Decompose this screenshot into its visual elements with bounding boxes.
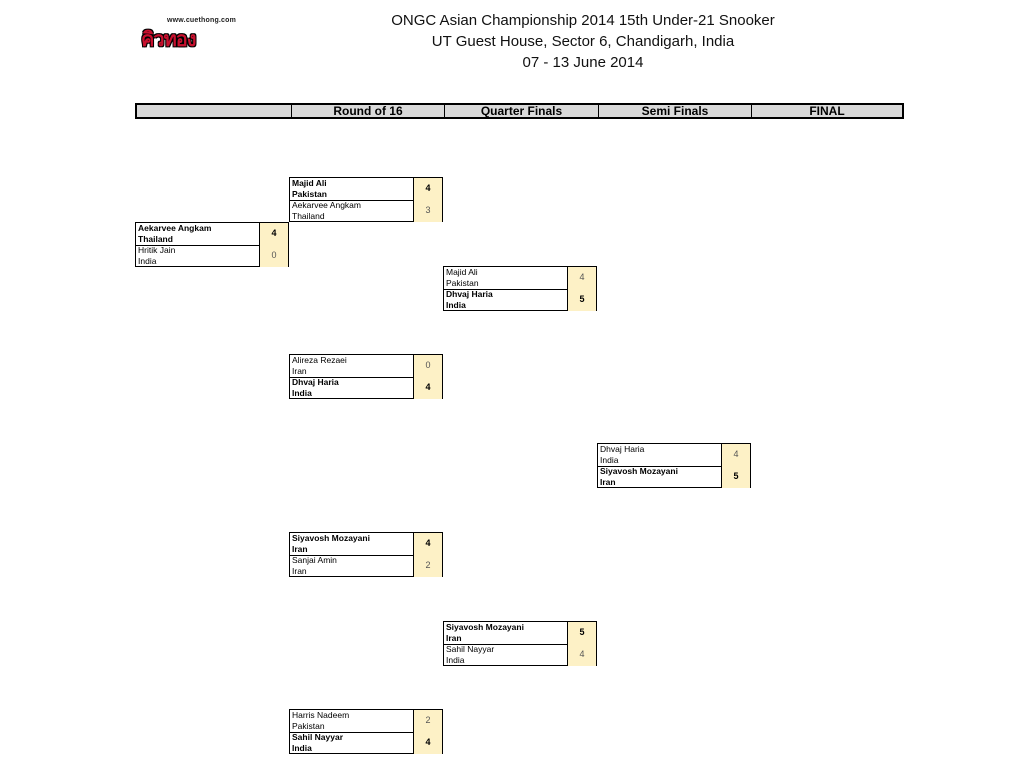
player-score: 4 [413,178,442,200]
player-score: 4 [567,267,596,289]
player-score: 0 [259,245,288,267]
round-header-bar: Round of 16 Quarter Finals Semi Finals F… [135,103,904,119]
player-score: 2 [413,555,442,577]
player-score: 5 [567,289,596,311]
player-score: 4 [259,223,288,245]
player-score: 5 [567,622,596,644]
header-semi-finals: Semi Finals [598,105,751,118]
cuethong-logo: www.cuethong.com คิวทอง [141,17,251,51]
player-score: 4 [567,644,596,666]
header-round-of-16: Round of 16 [291,105,444,118]
tournament-venue: UT Guest House, Sector 6, Chandigarh, In… [431,33,735,50]
logo-url-text: www.cuethong.com [167,17,237,24]
tournament-dates: 07 - 13 June 2014 [522,54,644,71]
player-score: 4 [413,377,442,399]
player-score: 4 [413,533,442,555]
player-score: 2 [413,710,442,732]
tournament-title: ONGC Asian Championship 2014 15th Under-… [391,12,775,29]
player-score: 4 [721,444,750,466]
logo-wordmark: คิวทอง [141,27,197,51]
header-quarter-finals: Quarter Finals [444,105,598,118]
player-score: 3 [413,200,442,222]
header-blank [137,105,291,117]
header-final: FINAL [751,105,902,118]
player-score: 0 [413,355,442,377]
player-score: 4 [413,732,442,754]
player-score: 5 [721,466,750,488]
